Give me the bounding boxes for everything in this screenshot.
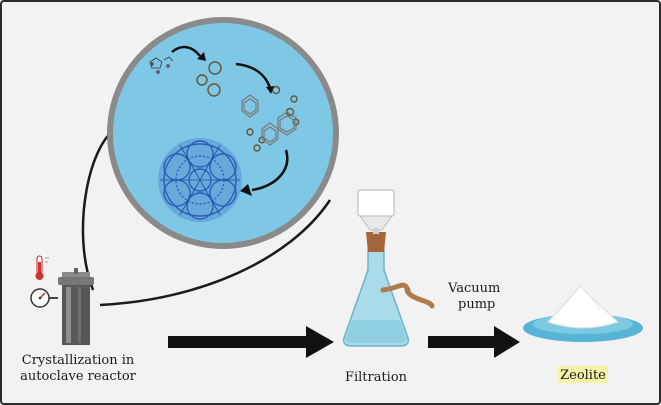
cage-units [241,94,297,146]
arrow-to-zeolite [428,326,520,358]
vacuum-label-1: Vacuum [447,281,500,296]
crystallization-label-2: autoclave reactor [20,369,137,384]
zeolite-pile-icon [523,285,643,342]
funnel-icon [357,189,395,234]
filtration-label: Filtration [345,370,408,385]
zeolite-highlight [558,366,608,383]
thermometer-icon [35,255,49,280]
ring-clusters [196,61,300,152]
arrow-to-filtration [168,326,334,358]
zeolite-label: Zeolite [560,368,606,383]
zoom-line-right [99,199,332,307]
pressure-gauge-icon [30,288,58,308]
process-arrows [171,45,289,192]
flask-icon [342,249,435,347]
magnified-view [107,17,339,249]
cork [366,232,386,252]
zeolite-framework [158,138,242,222]
vacuum-label-2: pump [458,297,495,312]
precursor-molecules [149,56,174,74]
autoclave-icon [58,268,94,345]
crystallization-label-1: Crystallization in [22,353,135,368]
